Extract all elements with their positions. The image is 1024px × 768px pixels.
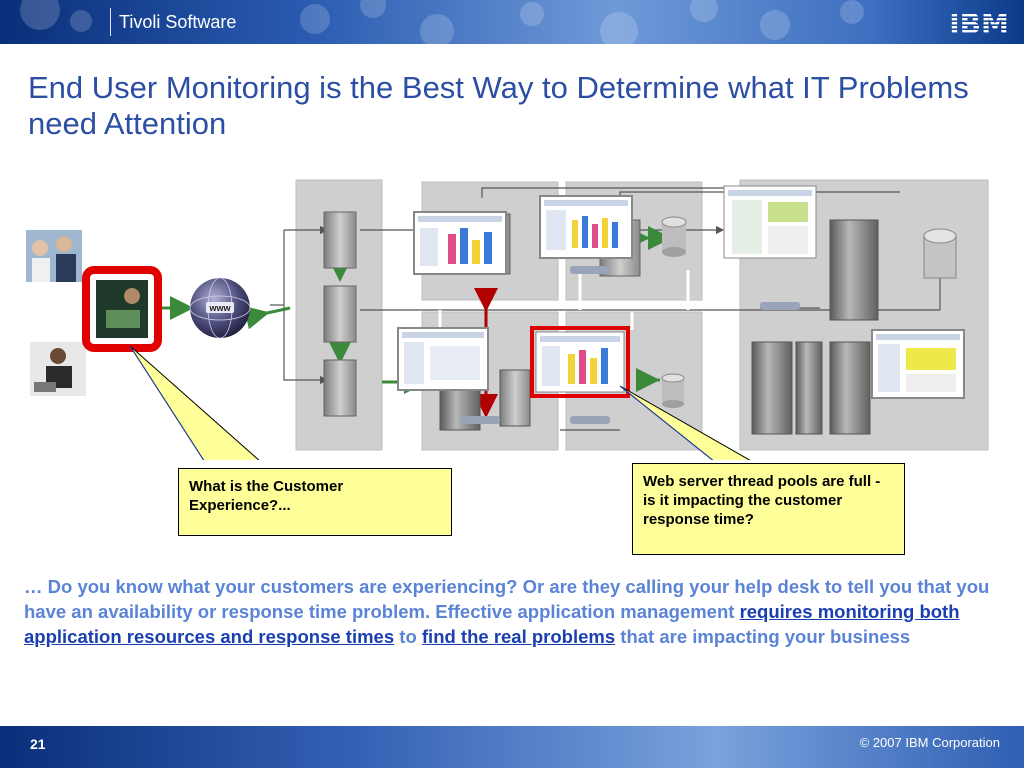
body-text-part1: … Do you know what your customers are ex… bbox=[24, 576, 990, 622]
webserver-highlight-frame bbox=[530, 326, 630, 398]
body-text-part3: that are impacting your business bbox=[615, 626, 911, 647]
screen-app-monitor bbox=[413, 211, 507, 275]
copyright: © 2007 IBM Corporation bbox=[859, 735, 1000, 750]
svg-text:www: www bbox=[208, 303, 231, 313]
web-server-icons bbox=[323, 211, 357, 417]
ibm-logo: IBM bbox=[949, 7, 1009, 38]
link-monitoring-resources[interactable]: requires monitoring both application res… bbox=[24, 601, 960, 647]
brand-label: Tivoli Software bbox=[110, 8, 236, 36]
screen-web-monitor bbox=[397, 327, 489, 391]
page-number: 21 bbox=[30, 736, 46, 752]
internet-globe-icon: www bbox=[189, 277, 251, 339]
customer-highlight-frame bbox=[82, 266, 162, 352]
database-icon bbox=[661, 216, 687, 257]
svg-text:IBM: IBM bbox=[949, 7, 1009, 38]
database-icon-lower bbox=[661, 373, 685, 408]
footer-bar: 21 © 2007 IBM Corporation bbox=[0, 726, 1024, 768]
screen-mainframe-lower bbox=[871, 329, 965, 399]
screen-mainframe-monitor bbox=[723, 185, 817, 259]
network-switch-icons bbox=[460, 266, 800, 424]
callout-customer-experience: What is the Customer Experience?... bbox=[178, 468, 452, 536]
monitoring-diagram: www bbox=[26, 179, 989, 460]
header-bar: Tivoli Software IBM bbox=[0, 0, 1024, 44]
body-paragraph: … Do you know what your customers are ex… bbox=[24, 574, 1014, 649]
screen-db-monitor bbox=[539, 195, 633, 259]
callout-webserver-threads: Web server thread pools are full - is it… bbox=[632, 463, 905, 555]
body-text-part2: to bbox=[394, 626, 422, 647]
slide-title: End User Monitoring is the Best Way to D… bbox=[28, 70, 969, 141]
link-find-real-problems[interactable]: find the real problems bbox=[421, 626, 616, 647]
photo-customer bbox=[96, 280, 148, 338]
screen-webserver-threads bbox=[535, 331, 625, 393]
mainframe-icons bbox=[751, 219, 957, 435]
callout-pointer-customer bbox=[129, 345, 260, 460]
